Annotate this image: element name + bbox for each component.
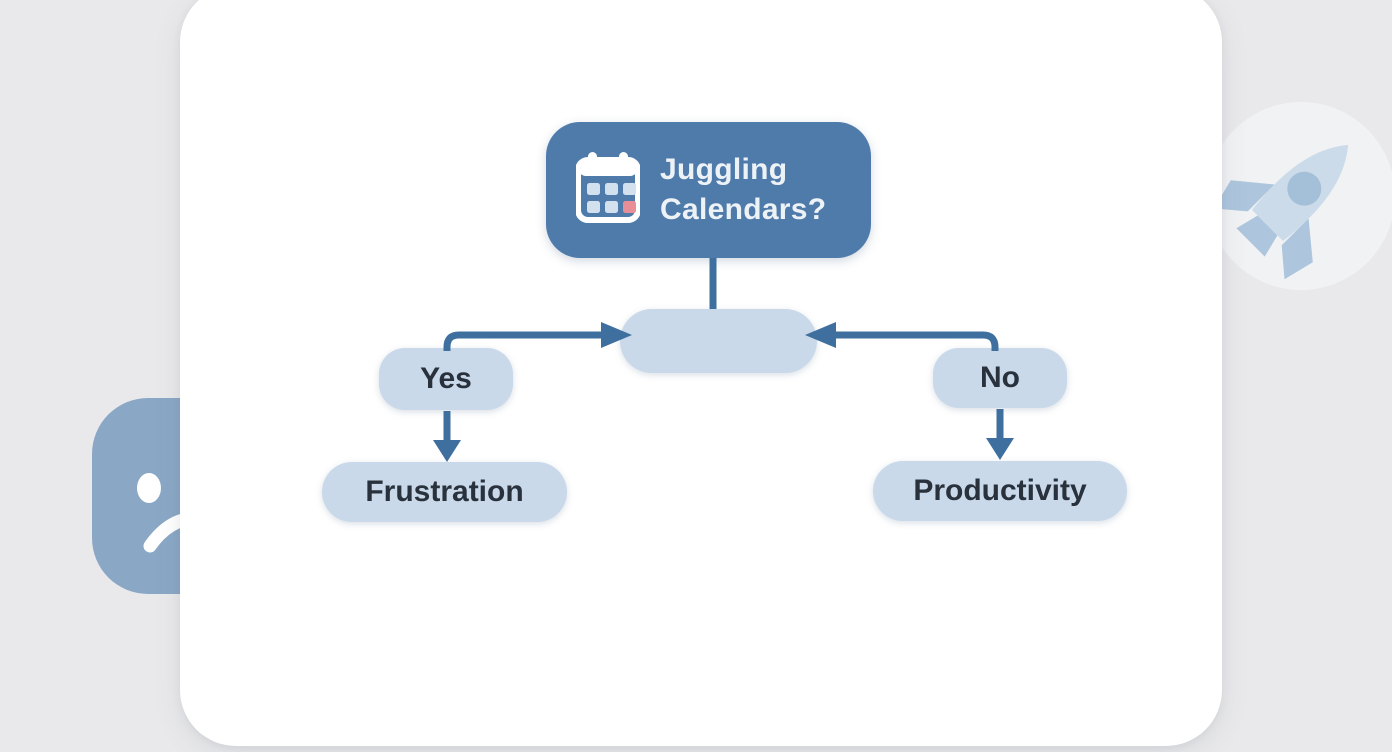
node-frustration-label: Frustration <box>365 475 524 508</box>
rocket-icon <box>1205 100 1392 301</box>
calendar-icon <box>575 151 641 229</box>
node-root-question: Juggling Calendars? <box>546 122 871 258</box>
node-productivity-label: Productivity <box>913 474 1087 507</box>
node-outcome-frustration: Frustration <box>322 462 567 522</box>
node-branch-no: No <box>933 348 1067 408</box>
node-decision <box>620 309 817 373</box>
node-outcome-productivity: Productivity <box>873 461 1127 521</box>
node-branch-yes: Yes <box>379 348 513 410</box>
node-yes-label: Yes <box>420 362 472 395</box>
node-no-label: No <box>980 361 1020 394</box>
node-root-label: Juggling Calendars? <box>660 153 827 226</box>
